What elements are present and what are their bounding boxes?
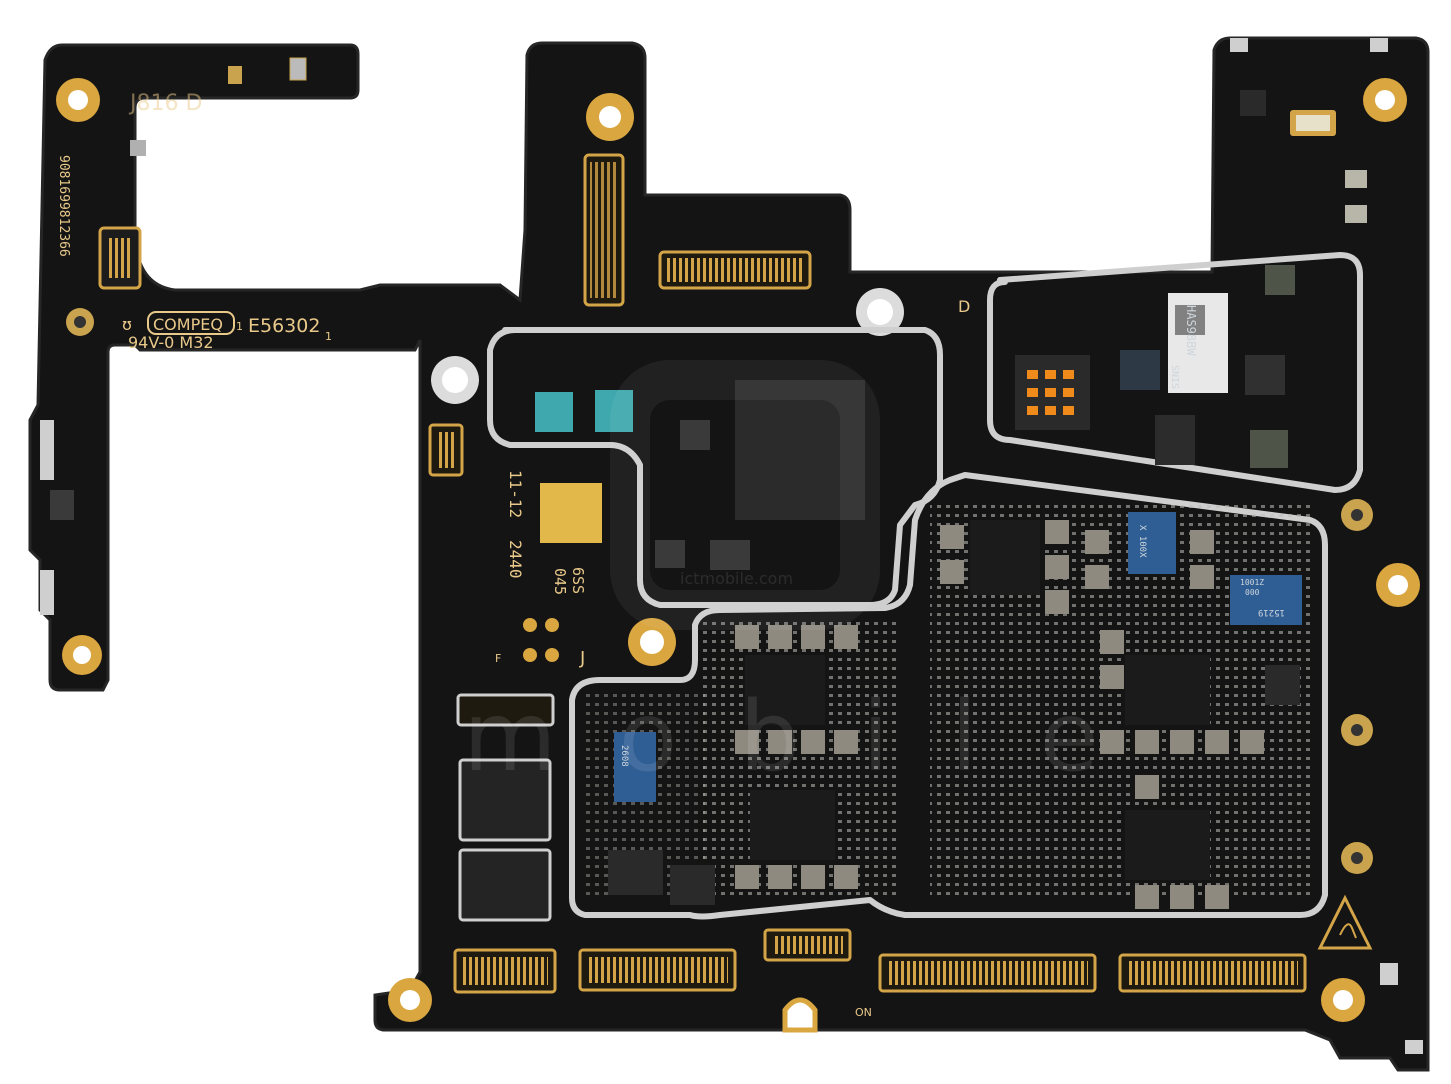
blue-chip-4-text: 000 (1245, 588, 1260, 597)
watermark-site: ictmobile.com (680, 569, 793, 588)
code-c: 6SS (569, 567, 587, 594)
date-code-b: 2440 (506, 540, 525, 579)
blue-chip-1 (1128, 512, 1176, 574)
teal-chip-2 (595, 390, 633, 432)
left-arm-components (40, 57, 307, 675)
switch-label: ON (855, 1006, 872, 1019)
blue-chip-3-text: 2608 (619, 745, 629, 767)
date-code-a: 11-12 (506, 470, 525, 518)
module-text-2: SNIS (1169, 365, 1180, 389)
soc-chip (735, 380, 865, 520)
code-d: 045 (551, 568, 569, 595)
rating: 94V-0 M32 (128, 333, 214, 352)
bottom-connectors (453, 928, 1423, 1054)
module-text-1: HAS98BW (1184, 305, 1198, 356)
vendor-mark: COMPEQ (153, 315, 223, 334)
ul-suffix: 1 (325, 330, 332, 343)
blue-chip-5-text: 1001Z (1240, 578, 1264, 587)
vendor-rev: 1 (236, 320, 243, 333)
mark-f: F (495, 652, 501, 665)
top-right-area (1230, 38, 1407, 223)
ul-cert: E56302 (248, 315, 320, 337)
gold-test-pad (540, 483, 602, 543)
mark-d: D (958, 297, 970, 316)
watermark-big: ictmobile (160, 681, 1161, 793)
top-mid-connector (431, 93, 904, 404)
teal-chip-1 (535, 392, 573, 432)
blue-chip-2-text: 15219 (1258, 607, 1285, 617)
watermark-logo-icon (610, 360, 880, 630)
esd-warning-icon (1317, 894, 1373, 950)
ul-logo-icon: ʊ (122, 315, 132, 334)
blue-chip-2 (1230, 575, 1302, 625)
blue-chip-3 (614, 732, 656, 802)
serial-number: 9081699812366 (56, 155, 71, 257)
connector-ref: J816 D (128, 91, 202, 116)
mark-j: J (579, 648, 585, 669)
blue-chip-1-text: X 100X (1137, 525, 1147, 558)
